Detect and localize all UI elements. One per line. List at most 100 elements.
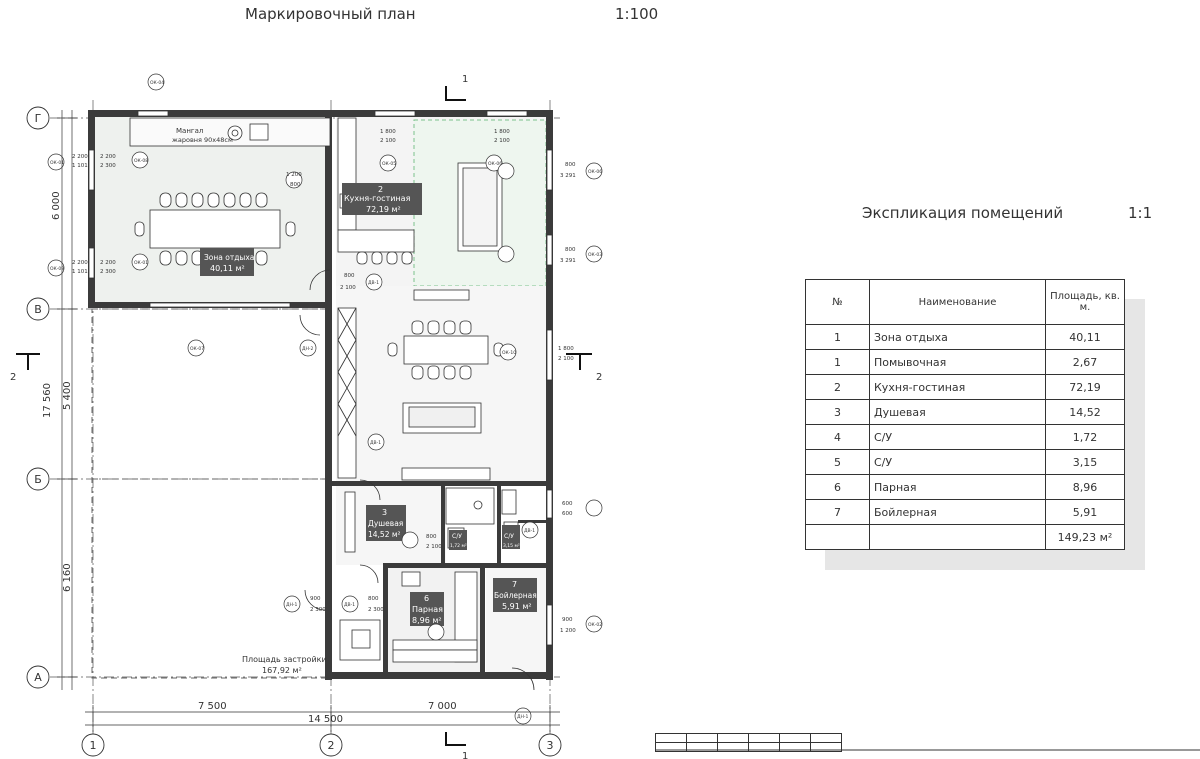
explication-title: Экспликация помещений: [862, 204, 1063, 222]
axis-row-g: Г: [35, 112, 42, 125]
size-label: 1 101: [72, 163, 88, 169]
room-5-name: С/У: [504, 533, 514, 540]
size-label: 2 100: [558, 356, 574, 362]
dim-7500: 7 500: [198, 701, 227, 712]
room-2-area: 72,19 м²: [366, 205, 401, 214]
axis-row-a: А: [34, 671, 42, 684]
mark-dv1a: ДВ-1: [368, 280, 379, 286]
row-name: Душевая: [869, 399, 1046, 425]
size-label: 2 300: [100, 163, 116, 169]
row-name: Парная: [869, 474, 1046, 500]
dim-6160: 6 160: [62, 563, 73, 592]
row-num: 2: [805, 374, 870, 400]
axis-col-3: 3: [547, 739, 554, 752]
size-label: 2 200: [100, 260, 116, 266]
size-label: 2 200: [100, 154, 116, 160]
building-area-label: Площадь застройки: [242, 655, 327, 664]
header-name: Наименование: [869, 279, 1046, 325]
total-empty-2: [869, 524, 1046, 550]
section-2-right: 2: [596, 372, 602, 383]
mark-ok01a: ОК-01: [50, 160, 64, 166]
table-header-row: № Наименование Площадь, кв. м.: [805, 279, 1125, 325]
size-label: 600: [562, 511, 573, 517]
room-1-name: Зона отдыха: [204, 253, 254, 262]
dimension-lines: [57, 110, 560, 732]
room-4-name: С/У: [452, 533, 462, 540]
size-label: 1 800: [494, 129, 510, 135]
furniture-kitchen: [337, 117, 503, 301]
plan-title: Маркировочный план: [245, 5, 416, 23]
size-label: 600: [562, 501, 573, 507]
row-area: 5,91: [1045, 499, 1125, 525]
mark-ok07: ОК-07: [190, 346, 204, 352]
size-label: 800: [344, 273, 355, 279]
size-label: 2 300: [100, 269, 116, 275]
room-1-area: 40,11 м²: [210, 264, 245, 273]
row-name: Кухня-гостиная: [869, 374, 1046, 400]
size-label: 1 101: [72, 269, 88, 275]
door-swings: [299, 269, 535, 691]
size-label: 1 800: [558, 346, 574, 352]
room-3-name: Душевая: [368, 519, 403, 528]
stamp-cell: [717, 742, 749, 752]
stamp-cell: [748, 733, 780, 743]
mark-ok05: ОК-05: [382, 161, 396, 167]
mark-dv1c: ДВ-1: [524, 528, 535, 534]
size-label: 800: [565, 162, 576, 168]
room-6-area: 8,96 м²: [412, 616, 442, 625]
row-num: 5: [805, 449, 870, 475]
window-openings: [88, 110, 553, 646]
size-label: 800: [565, 247, 576, 253]
dim-17560: 17 560: [42, 383, 53, 418]
header-num: №: [805, 279, 870, 325]
chairs-top: [159, 192, 268, 208]
dim-7000: 7 000: [428, 701, 457, 712]
row-num: 3: [805, 399, 870, 425]
brazier-label-2: жаровня 90х48см: [172, 136, 233, 144]
terrace-outline: [91, 308, 331, 679]
size-label: 800: [426, 534, 437, 540]
dim-6000: 6 000: [51, 191, 62, 220]
size-label: 1 200: [560, 628, 576, 634]
furniture-living: [337, 307, 504, 481]
size-label: 2 200: [72, 154, 88, 160]
row-area: 8,96: [1045, 474, 1125, 500]
axis-col-1: 1: [90, 739, 97, 752]
size-label: 900: [562, 617, 573, 623]
room-6-name: Парная: [412, 605, 443, 614]
stamp-cell: [717, 733, 749, 743]
size-label: 3 291: [560, 258, 576, 264]
size-label: 900: [310, 596, 321, 602]
mark-ok09: ОК-09: [50, 266, 64, 272]
stamp-cell: [686, 733, 718, 743]
mark-ok06b: ОК-06: [588, 169, 602, 175]
row-area: 2,67: [1045, 349, 1125, 375]
stamp-cell: [779, 742, 811, 752]
room-5-area: 3,15 м²: [503, 543, 520, 549]
room-2-name: Кухня-гостиная: [344, 194, 411, 203]
row-area: 40,11: [1045, 324, 1125, 350]
furniture-lounge: [129, 117, 331, 266]
stamp-cell: [810, 733, 842, 743]
row-area: 72,19: [1045, 374, 1125, 400]
mark-ok10: ОК-10: [502, 350, 516, 356]
size-label: 2 300: [310, 607, 326, 613]
size-label: 1 200: [286, 172, 302, 178]
row-area: 3,15: [1045, 449, 1125, 475]
mark-dn1b: ДН-1: [517, 714, 529, 720]
size-label: 2 200: [72, 260, 88, 266]
axis-row-b: Б: [34, 473, 42, 486]
room-2-num: 2: [378, 185, 383, 194]
row-name: Помывочная: [869, 349, 1046, 375]
size-label: 2 100: [426, 544, 442, 550]
plan-scale: 1:100: [615, 5, 658, 23]
stamp-cell: [686, 742, 718, 752]
section-1-bottom: 1: [462, 751, 468, 759]
total-empty-1: [805, 524, 870, 550]
table-total-row: 149,23 м²: [805, 524, 1125, 550]
mark-dv1b: ДВ-1: [370, 440, 381, 446]
